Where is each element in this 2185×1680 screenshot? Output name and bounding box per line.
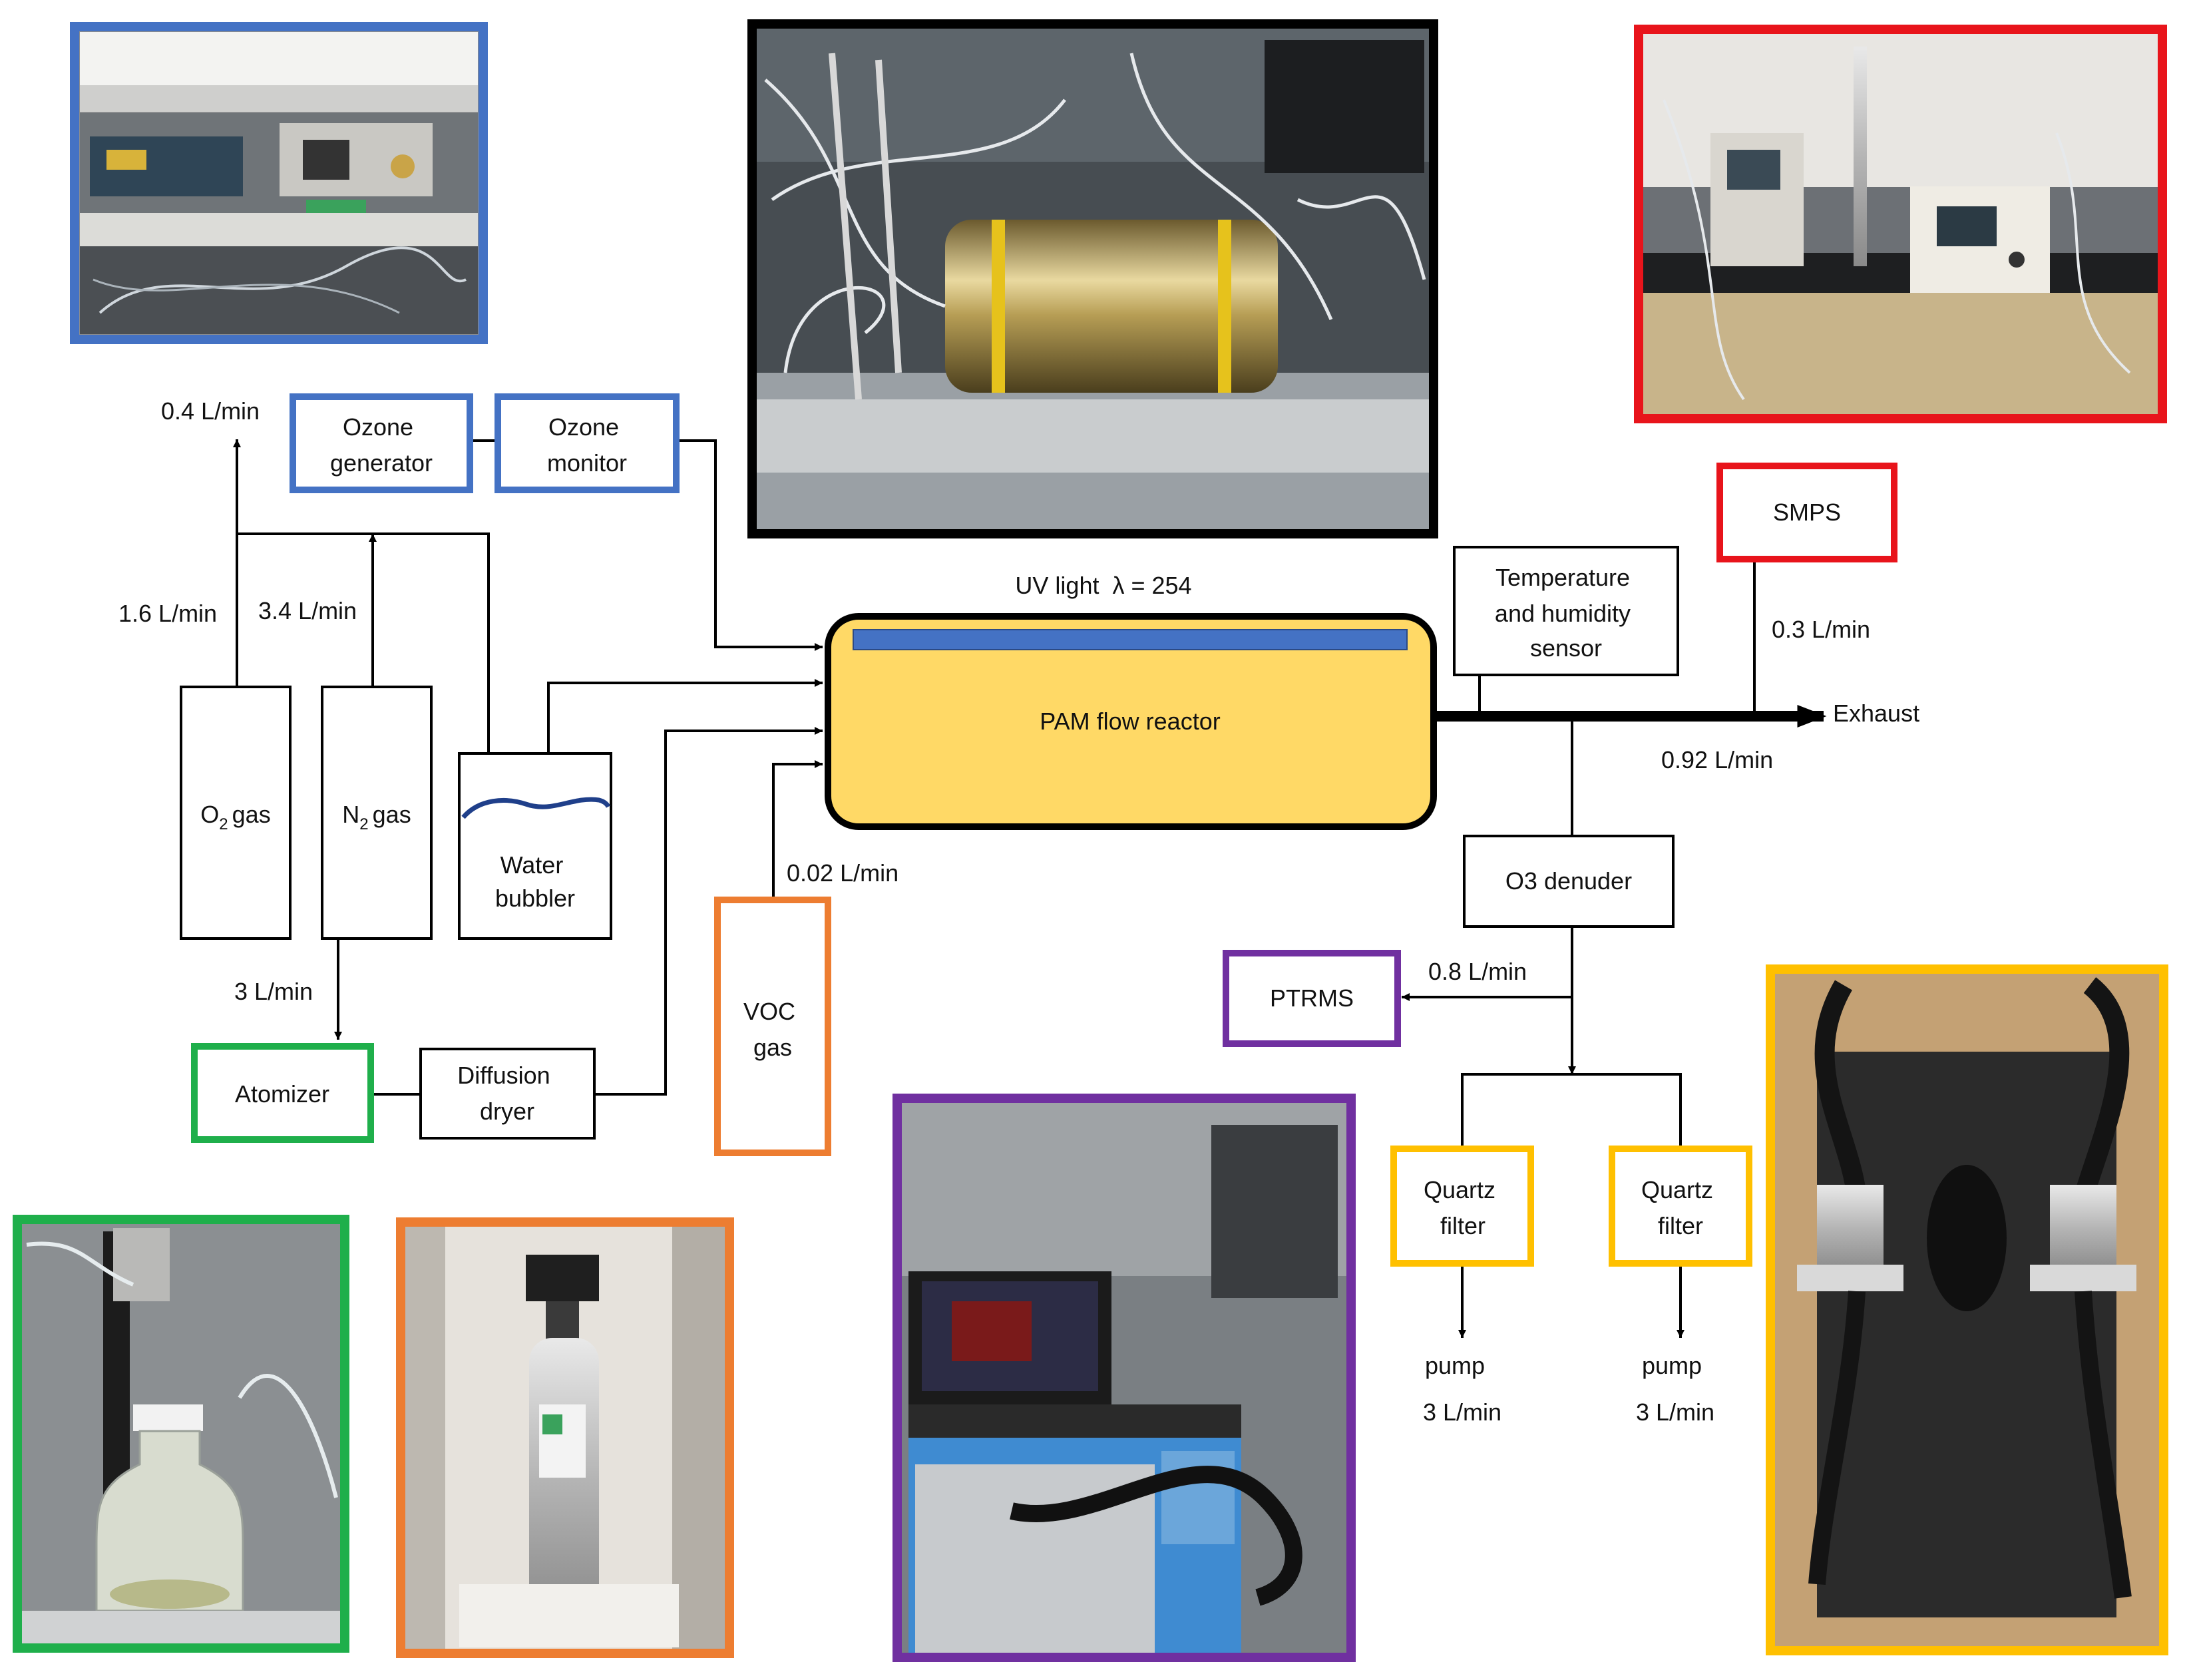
smps-label: SMPS [1773,499,1841,526]
flow-exhaust: 0.92 L/min [1661,746,1773,773]
flow-o2-to-ozone: 0.4 L/min [161,397,260,425]
ptrms-box [1223,950,1401,1047]
flow-pump-right: 3 L/min [1636,1398,1714,1426]
temp-humidity-sensor-box [1453,546,1679,676]
o3-denuder-label: O3 denuder [1505,867,1632,895]
photo-voc-cylinder [396,1217,734,1658]
n2-gas-box [321,686,433,940]
quartz-filter-left-label: Quartz filter [1424,1176,1502,1239]
diffusion-dryer-label: Diffusion dryer [457,1062,556,1125]
pump-right-label: pump [1642,1352,1702,1379]
photo-ptrms [893,1094,1356,1662]
photo-filter-holders [1766,964,2168,1655]
quartz-filter-right-box [1609,1146,1752,1267]
photo-smps [1634,25,2167,423]
ozone-generator-label: Ozone generator [330,413,433,477]
voc-gas-box [714,897,831,1156]
pam-flow-reactor [825,613,1437,830]
photo-atomizer [13,1215,349,1653]
flow-o2-total: 1.6 L/min [118,600,217,627]
pam-reactor-label: PAM flow reactor [1040,708,1220,735]
o2-gas-box [180,686,292,940]
ptrms-label: PTRMS [1270,984,1354,1012]
diffusion-dryer-box [419,1048,596,1140]
photo-pam-reactor [747,19,1438,538]
water-surface-wave [461,797,611,819]
quartz-filter-right-label: Quartz filter [1641,1176,1720,1239]
voc-gas-label: VOC gas [743,998,802,1061]
pump-left-label: pump [1425,1352,1485,1379]
ozone-monitor-box [495,393,680,493]
flow-voc: 0.02 L/min [787,859,898,887]
flow-lines [233,439,1756,1338]
flow-smps: 0.3 L/min [1772,616,1870,643]
temp-humidity-sensor-label: Temperature and humidity sensor [1495,564,1637,662]
smps-box [1716,463,1897,562]
flow-n2-to-bubbler: 3.4 L/min [258,597,357,624]
ozone-monitor-label: Ozone monitor [547,413,627,477]
ozone-generator-box [290,393,473,493]
water-bubbler-label: Water bubbler [495,851,575,912]
quartz-filter-left-box [1390,1146,1534,1267]
uv-light-label: UV light λ = 254 [1015,572,1191,599]
exhaust-label: Exhaust [1833,700,1919,727]
photo-ozone-instruments [70,22,488,344]
atomizer-label: Atomizer [235,1080,329,1108]
uv-lamp-bar [853,629,1408,650]
flow-ptrms: 0.8 L/min [1428,958,1527,985]
flow-pump-left: 3 L/min [1423,1398,1501,1426]
o3-denuder-box [1463,835,1675,928]
flow-n2-to-atomizer: 3 L/min [234,978,313,1005]
atomizer-box [191,1043,374,1143]
water-bubbler-box [458,752,612,940]
diagram-boxes [180,393,1897,1267]
